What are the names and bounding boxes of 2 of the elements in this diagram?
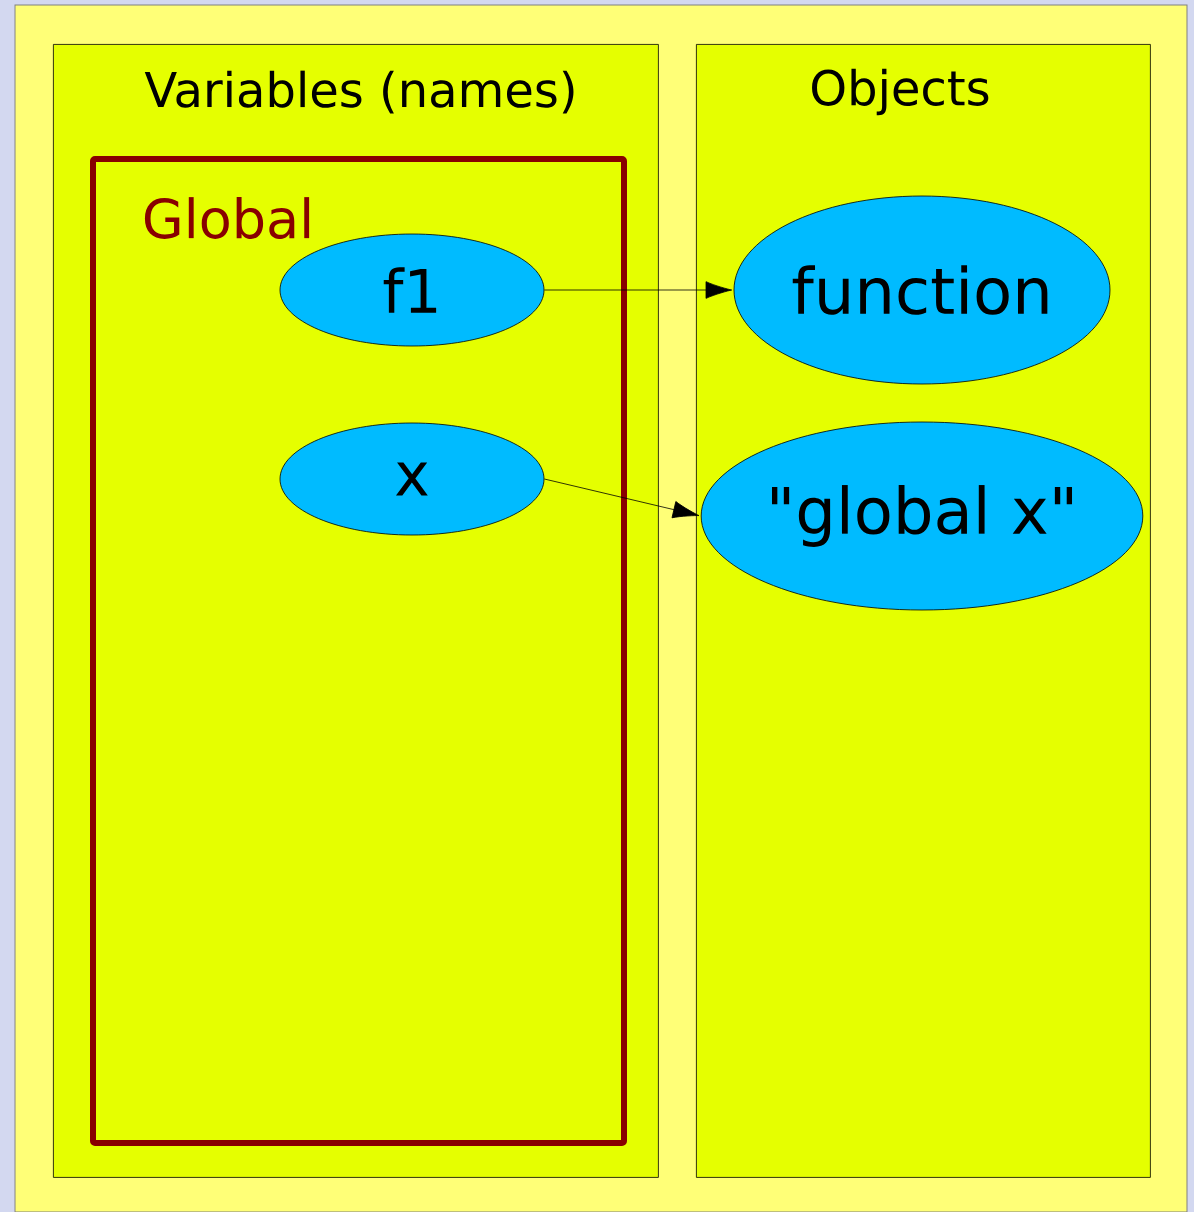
arrow [544, 478, 700, 519]
arrow [544, 281, 733, 299]
